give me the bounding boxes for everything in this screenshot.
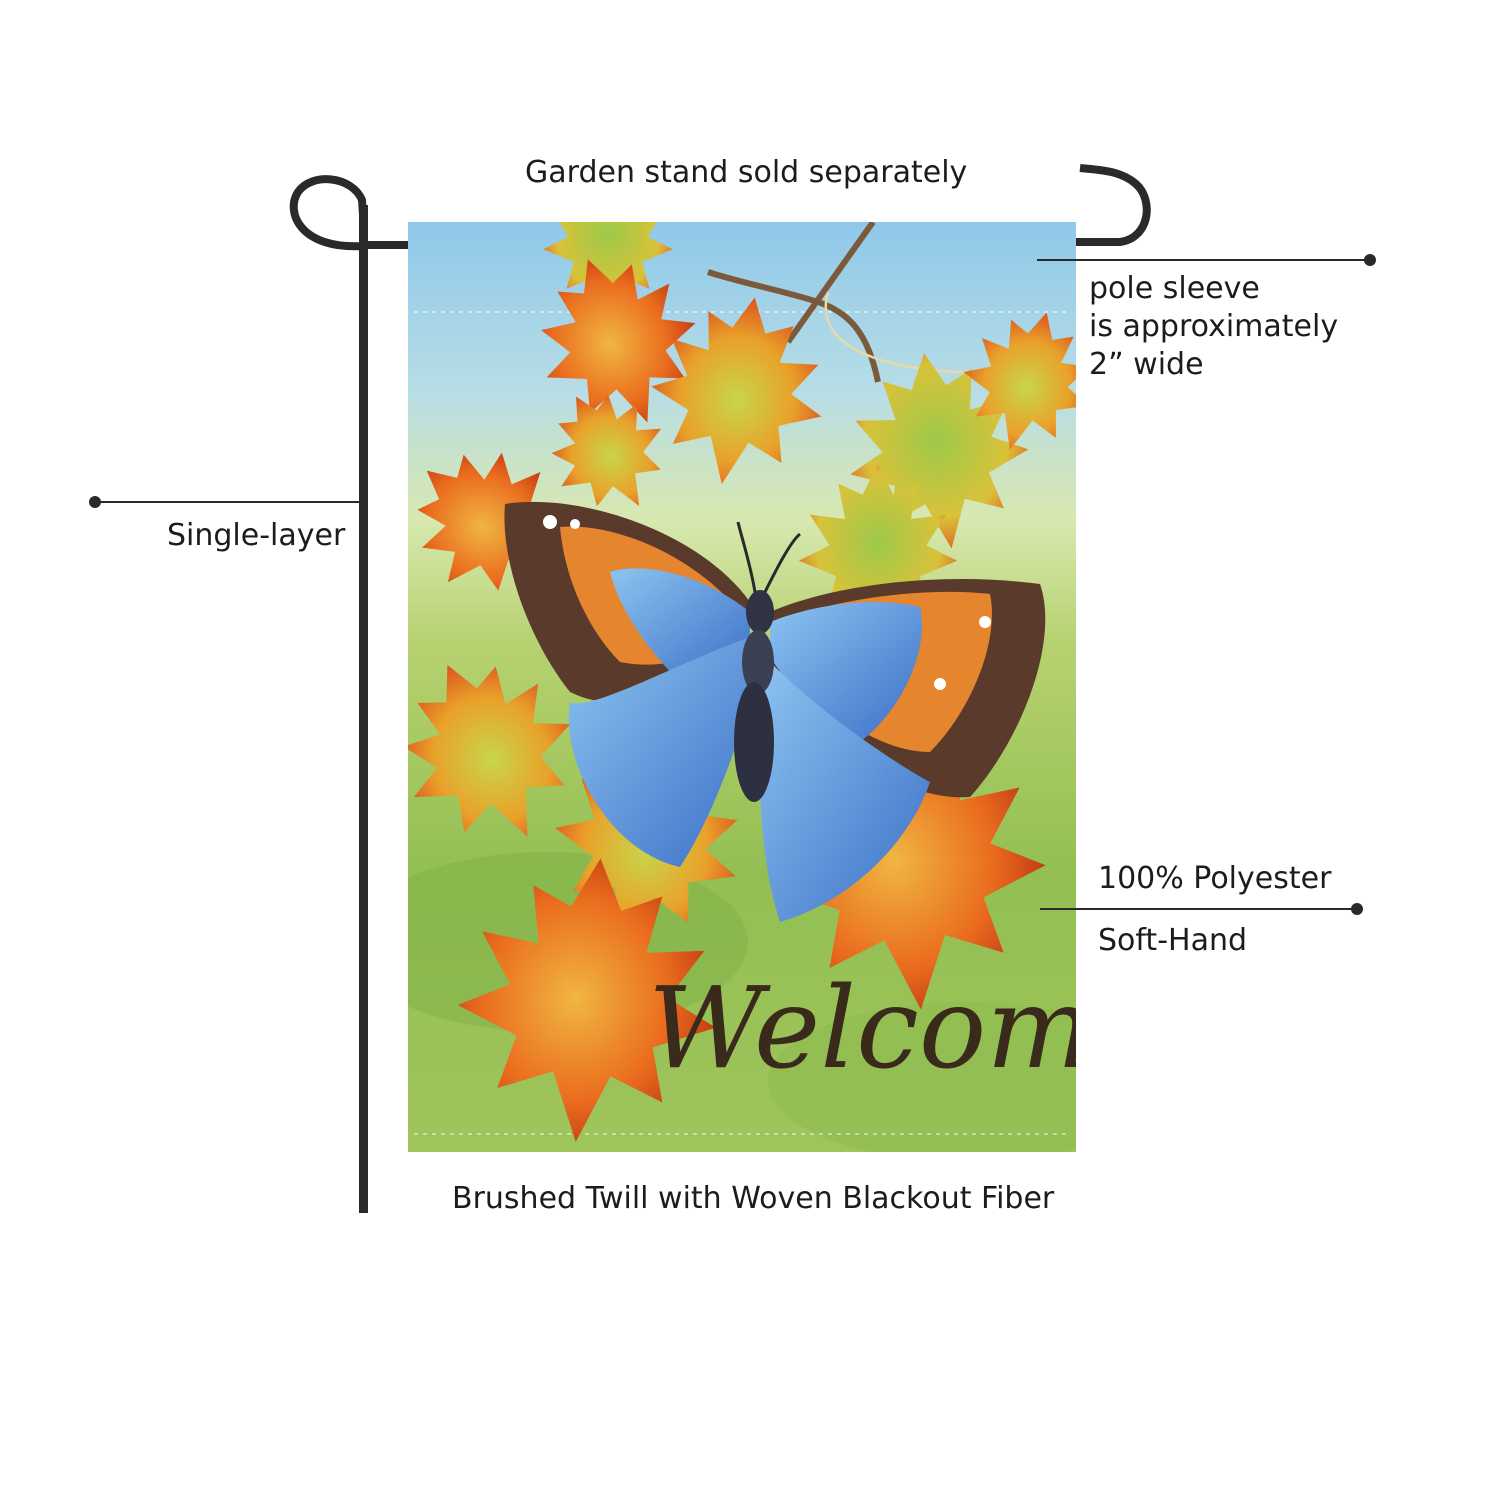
stand-callout: Garden stand sold separately — [525, 155, 968, 190]
garden-flag: Welcome — [408, 222, 1076, 1152]
butterfly-icon — [504, 501, 1046, 922]
stand-left-loop — [289, 175, 367, 251]
fabric-callout: Brushed Twill with Woven Blackout Fiber — [452, 1181, 1055, 1216]
flag-greeting: Welcome — [648, 964, 1076, 1094]
branch — [707, 222, 881, 383]
stand-right-hook — [1074, 164, 1151, 246]
layer-callout: Single-layer — [167, 518, 346, 553]
sleeve-callout: pole sleeve is approximately 2” wide — [1089, 270, 1338, 384]
stand-arm — [360, 241, 410, 249]
stand-pole — [359, 205, 368, 1213]
sleeve-callout-line-3: 2” wide — [1089, 347, 1204, 382]
sleeve-callout-line-1: pole sleeve — [1089, 271, 1260, 306]
material-callout: 100% Polyester — [1098, 861, 1332, 896]
hand-callout: Soft-Hand — [1098, 923, 1248, 958]
sleeve-callout-line-2: is approximately — [1089, 309, 1339, 344]
